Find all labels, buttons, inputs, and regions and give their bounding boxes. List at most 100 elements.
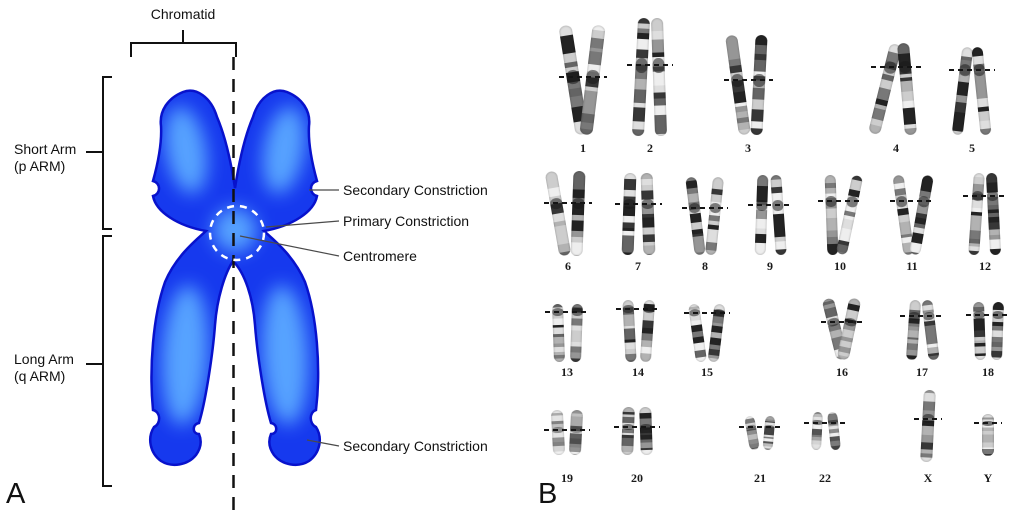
chromosome-8-1 (685, 176, 706, 256)
centromere-dash-line (900, 315, 944, 317)
centromere-dash-line (974, 422, 1002, 424)
centromere-dash-line (627, 64, 673, 66)
pair-label-16: 16 (836, 365, 848, 379)
chromosome-7-2 (640, 172, 655, 256)
chromosome-Y (982, 414, 994, 456)
karyotype-pair-14 (615, 299, 661, 363)
karyotype-pair-15 (684, 303, 730, 363)
pair-label-20: 20 (631, 471, 643, 485)
label-secondary-constriction-top: Secondary Constriction (343, 182, 488, 198)
karyotype-pair-20 (614, 406, 660, 456)
chromosome-9-1 (754, 174, 769, 256)
chromosome-12-2 (985, 172, 1002, 256)
label-centromere: Centromere (343, 248, 417, 264)
chromosome-11-2 (908, 174, 934, 256)
label-long-arm-line2: (q ARM) (14, 368, 66, 384)
karyotype-pair-Y (974, 414, 1002, 456)
chromosome-4-1 (868, 42, 902, 136)
chromosome-17-2 (921, 299, 940, 361)
karyotype-pair-2 (627, 17, 673, 137)
pair-label-5: 5 (969, 141, 975, 155)
karyotype-pair-9 (748, 174, 792, 256)
pair-label-18: 18 (982, 365, 994, 379)
karyotype-pair-12 (963, 172, 1007, 256)
centromere-dash-line (949, 69, 995, 71)
karyotype-pair-7 (614, 172, 662, 256)
centromere-dash-line (817, 200, 863, 202)
panel-a-diagram (86, 30, 340, 512)
karyotype-pair-X (914, 389, 942, 463)
label-long-arm: Long Arm (q ARM) (14, 351, 74, 385)
pair-label-X: X (923, 471, 933, 485)
chromosome-highlights (161, 106, 309, 425)
chromosome-3-2 (749, 34, 768, 136)
pair-label-15: 15 (701, 365, 713, 379)
chromosome-1-2 (579, 24, 606, 136)
pair-label-19: 19 (561, 471, 573, 485)
pair-label-1: 1 (580, 141, 586, 155)
leader-primary-constriction (265, 220, 340, 228)
centromere-dash-line (871, 66, 921, 68)
chromosome-12-1 (968, 172, 985, 256)
chromosome-20-1 (621, 406, 635, 456)
pair-label-21: 21 (754, 471, 766, 485)
centromere-dash-line (682, 207, 728, 209)
chromosome-6-1 (544, 170, 572, 257)
pair-label-17: 17 (916, 365, 928, 379)
label-chromatid: Chromatid (150, 6, 216, 22)
centromere-dash-line (738, 426, 782, 428)
centromere-dash-line (723, 79, 773, 81)
chromosome-20-2 (639, 406, 653, 456)
chromosome-5-1 (951, 46, 974, 136)
karyotype-pair-19 (544, 409, 590, 456)
chromosome-7-1 (621, 172, 636, 256)
karyotype-pair-10 (817, 174, 863, 256)
centromere-dash-line (614, 426, 660, 428)
karyotype-pair-11 (889, 174, 935, 256)
centromere-dash-line (614, 203, 662, 205)
leader-secondary-constriction-bottom (306, 439, 340, 447)
chromosome-3-1 (724, 34, 751, 136)
karyotype-pair-16 (821, 297, 863, 361)
chromosome-22-1 (810, 411, 823, 451)
karyotype-pair-4 (868, 42, 921, 136)
centromere-dash-line (544, 311, 590, 313)
leader-centromere (239, 235, 340, 257)
karyotype-pair-17 (900, 299, 944, 361)
chromosome-10-1 (824, 174, 838, 256)
label-secondary-constriction-bottom: Secondary Constriction (343, 438, 488, 454)
panel-a-letter: A (6, 478, 26, 510)
centromere-dashed-circle (208, 204, 266, 262)
pair-label-Y: Y (983, 471, 993, 485)
pair-label-8: 8 (702, 259, 708, 273)
karyotype-pair-13 (544, 303, 590, 363)
centromere-dash-line (963, 195, 1007, 197)
karyotype-pair-8 (682, 176, 728, 256)
chromosome-22-2 (826, 411, 841, 451)
pair-label-3: 3 (745, 141, 751, 155)
chromosome-18-2 (990, 301, 1004, 361)
chromosome-8-2 (704, 176, 725, 256)
pair-label-2: 2 (647, 141, 653, 155)
chromosome-17-1 (905, 299, 922, 361)
chromosome-9-2 (770, 174, 787, 256)
karyotype-pair-1 (558, 24, 607, 136)
centromere-dash-line (544, 202, 592, 204)
chromosome-19-2 (568, 409, 584, 456)
long-arm-bracket (102, 235, 112, 487)
chromosome-18-1 (972, 301, 986, 361)
pair-label-4: 4 (893, 141, 899, 155)
pair-label-7: 7 (635, 259, 641, 273)
centromere-dash-line (748, 204, 792, 206)
centromere-dash-line (544, 429, 590, 431)
chromosome-21-2 (762, 415, 775, 451)
pair-label-6: 6 (565, 259, 571, 273)
karyotype-pair-18 (965, 301, 1011, 361)
chromosome-21-1 (743, 415, 760, 451)
pair-label-11: 11 (906, 259, 918, 273)
centromere-dash-line (821, 321, 863, 323)
chromosome-6-2 (570, 170, 586, 257)
karyotype-pair-21 (738, 415, 782, 451)
label-short-arm-line1: Short Arm (14, 141, 77, 157)
centromere-dash-line (559, 76, 607, 78)
